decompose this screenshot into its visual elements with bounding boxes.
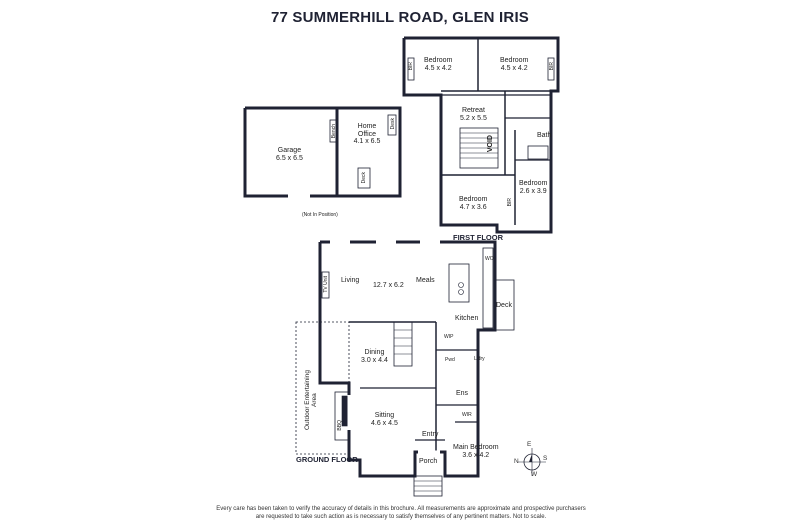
room-dims: 3.0 x 4.4: [361, 357, 388, 364]
room-name: Garage: [277, 147, 302, 154]
room-wir: WIR: [462, 412, 472, 418]
room-dims: 4.6 x 4.5: [371, 420, 398, 427]
room-entry: Entry: [422, 431, 439, 438]
room-kitchen: Kitchen: [455, 315, 479, 322]
first-floor-label: FIRST FLOOR: [453, 233, 503, 242]
void-label: VOID: [487, 135, 494, 153]
office-walls: [337, 106, 402, 198]
room-bath: Bath: [537, 132, 552, 139]
room-dims: 5.2 x 5.5: [460, 115, 487, 122]
tv-unit-label: TV Unit: [323, 276, 329, 293]
disclaimer: Every care has been taken to verify the …: [216, 506, 586, 520]
room-dims: 2.6 x 3.9: [519, 188, 547, 195]
bir-label-2: BIR: [549, 62, 555, 71]
room-name: Home Office: [357, 123, 377, 138]
bir-label-3: BIR: [507, 198, 513, 207]
room-dims: 4.1 x 6.5: [353, 138, 381, 145]
room-outdoor: Outdoor Entertaining Area: [304, 370, 318, 430]
bbq-label: BBQ: [337, 420, 343, 431]
room-meals: Meals: [416, 277, 435, 284]
room-dims: 4.5 x 4.2: [424, 65, 452, 72]
desk-label-1: Desk: [390, 118, 396, 130]
room-pwd: Pwd: [445, 357, 455, 363]
compass-w: W: [531, 471, 538, 478]
bir-label-1: BIR: [408, 62, 414, 71]
compass-s: S: [543, 455, 548, 462]
room-name: Retreat: [461, 107, 485, 114]
room-porch: Porch: [419, 458, 438, 465]
bench-label: Bench: [331, 124, 337, 139]
room-living: Living: [341, 277, 360, 284]
compass-e: E: [527, 441, 532, 448]
compass-n: N: [514, 458, 519, 465]
wo-label: WO: [485, 256, 494, 262]
not-in-position-label: (Not In Position): [302, 212, 338, 218]
room-deck-side: Deck: [496, 302, 512, 309]
room-name: Bedroom: [424, 57, 453, 64]
room-name: Bedroom: [500, 57, 529, 64]
living-meals-dims: 12.7 x 6.2: [373, 282, 404, 289]
room-dims: 4.5 x 4.2: [500, 65, 528, 72]
room-dims: 4.7 x 3.6: [459, 204, 487, 211]
room-ens: Ens: [456, 390, 469, 397]
compass-icon: [518, 448, 546, 476]
ground-floor-label: GROUND FLOOR: [296, 455, 358, 464]
room-name: Main Bedroom: [453, 444, 499, 451]
room-name: Bedroom: [519, 180, 548, 187]
room-laundry: L'dry: [474, 356, 485, 362]
room-name: Dining: [364, 349, 385, 356]
room-dims: 6.5 x 6.5: [276, 155, 303, 162]
room-name: Bedroom: [459, 196, 488, 203]
page-title: 77 SUMMERHILL ROAD, GLEN IRIS: [270, 9, 530, 26]
room-name: Sitting: [374, 412, 395, 419]
deck-office-label: Deck: [361, 172, 367, 184]
room-dims: 3.6 x 4.2: [462, 452, 490, 459]
room-wip: WIP: [444, 334, 454, 340]
